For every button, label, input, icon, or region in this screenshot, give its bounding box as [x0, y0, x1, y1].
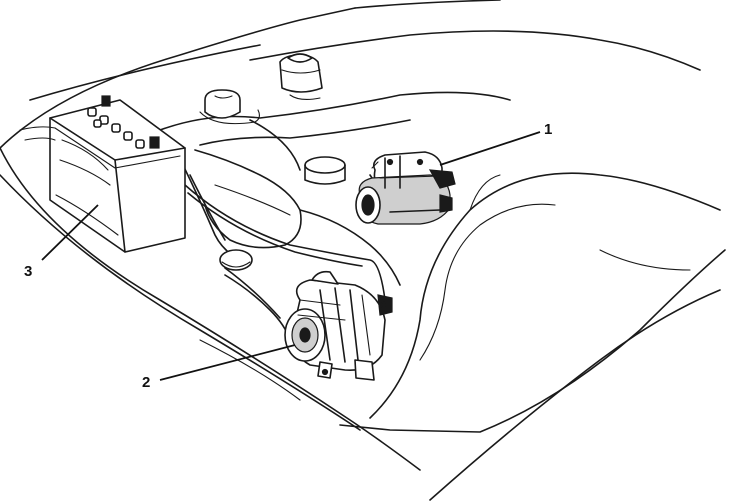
- battery-terminals: [101, 95, 160, 149]
- battery-cables: [184, 174, 393, 341]
- callout-battery: 3: [24, 263, 32, 280]
- callout-alternator: 2: [142, 374, 150, 391]
- alternator: [284, 270, 393, 381]
- callout-labels: 1 2 3: [24, 121, 552, 391]
- battery-cell-caps: [87, 107, 145, 149]
- reservoir-right: [279, 53, 323, 101]
- round-cap: [304, 156, 346, 185]
- reservoir-cap-left: [199, 89, 261, 125]
- leader-1: [439, 131, 541, 166]
- leader-3: [41, 204, 99, 261]
- callout-starter: 1: [544, 121, 552, 138]
- starter-motor: [355, 151, 456, 225]
- battery: [19, 95, 186, 253]
- small-cap: [219, 249, 253, 271]
- leader-2: [159, 344, 296, 381]
- engine-block: [159, 91, 511, 286]
- callout-leaders: [41, 131, 541, 381]
